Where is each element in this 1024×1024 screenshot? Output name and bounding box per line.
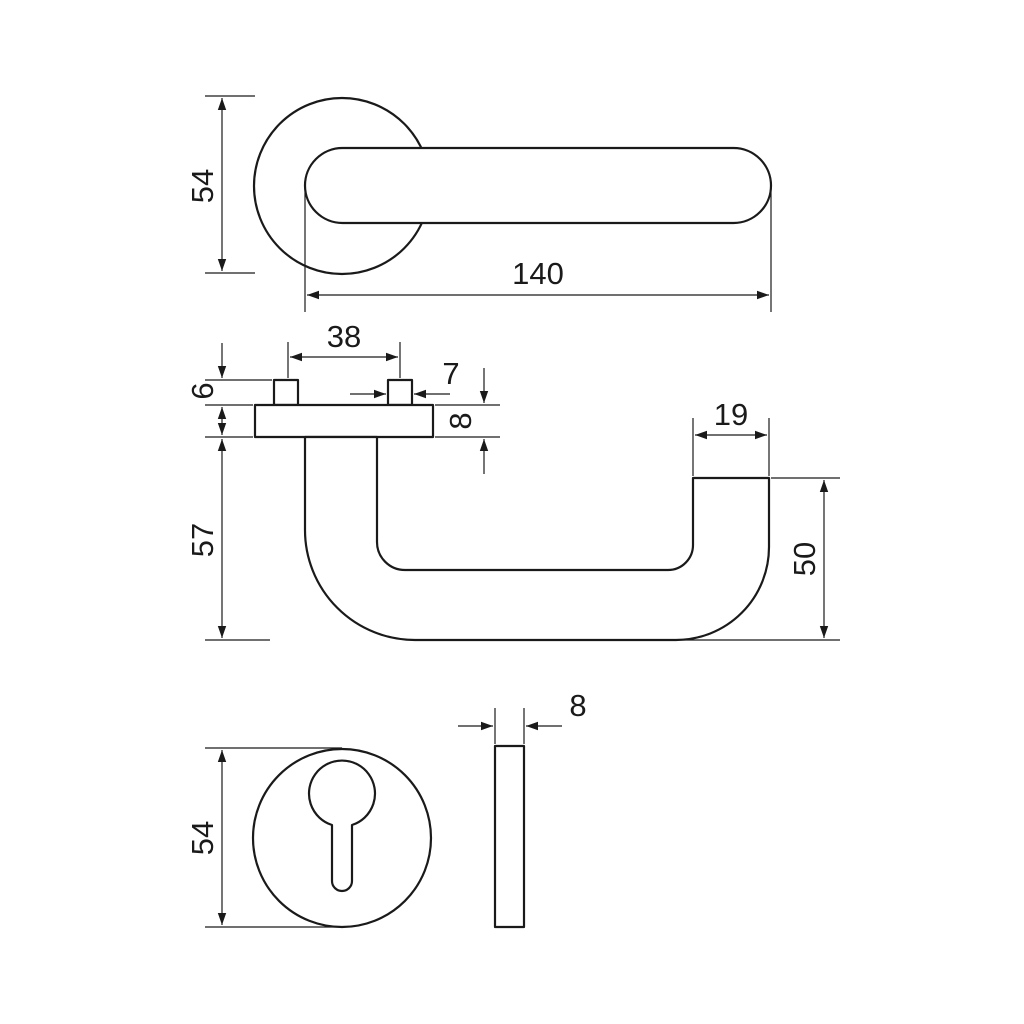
rose-plate	[253, 403, 435, 439]
dimension-label-escutcheon-diameter: 54	[185, 821, 220, 855]
escutcheon-side-outline	[493, 744, 526, 929]
dimension-label-pin-height: 6	[185, 382, 220, 399]
lever-top-outline	[303, 146, 773, 225]
dimension-label-rose-diameter: 54	[185, 169, 220, 203]
side-view: 38 7 6 57 8 19 50	[185, 319, 840, 642]
dimension-label-escutcheon-thickness: 8	[569, 688, 586, 723]
dimension-label-spindle-spacing: 38	[327, 319, 361, 354]
escutcheon-view: 54 8	[185, 688, 587, 929]
dimension-label-lever-length: 140	[512, 256, 564, 291]
dimension-label-plate-thickness: 8	[443, 412, 478, 429]
dimension-label-pin-width: 7	[442, 356, 459, 391]
pin-right	[386, 378, 414, 407]
dimension-label-lever-drop: 50	[787, 542, 822, 576]
lever-side-outline	[303, 435, 771, 642]
pin-left	[272, 378, 300, 407]
dimension-label-lever-end-width: 19	[714, 397, 748, 432]
dimension-label-neck-height: 57	[185, 523, 220, 557]
keyhole-cutout	[307, 759, 377, 893]
top-view: 54 140	[185, 95, 773, 312]
